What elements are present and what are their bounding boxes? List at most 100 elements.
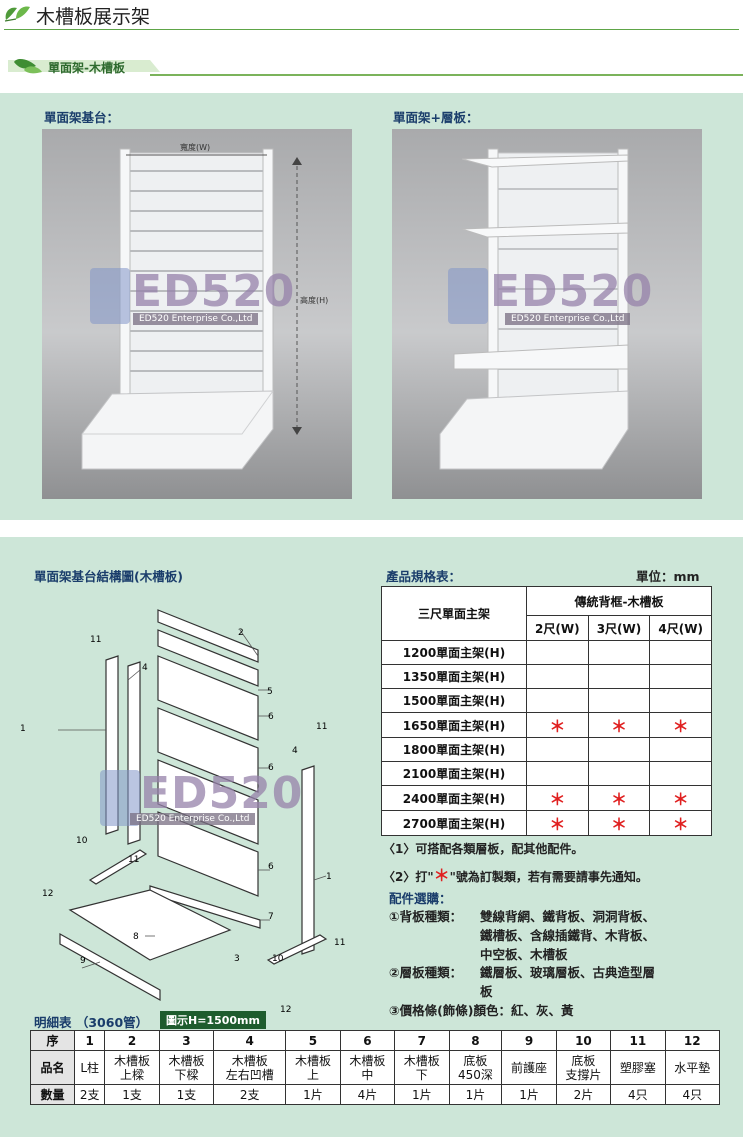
part-number-label: 6	[268, 763, 274, 773]
accessory-backboard-label: ①背板種類：	[389, 909, 463, 924]
custom-order-star: ＊	[549, 790, 566, 809]
part-number-label: 11	[334, 938, 346, 948]
spec-row-label: 2400單面主架(H)	[381, 785, 527, 811]
accessory-shelf-line: 鐵層板、玻璃層板、古典造型層	[480, 965, 656, 980]
spec-row-label: 1200單面主架(H)	[381, 640, 527, 665]
part-number-label: 1	[326, 872, 332, 882]
custom-order-star: ＊	[549, 717, 566, 736]
spec-cell: ＊	[649, 712, 712, 738]
part-number-label: 7	[268, 912, 274, 922]
detail-quantity: 4片	[339, 1084, 396, 1105]
detail-part-name-line: 下	[415, 1067, 428, 1082]
detail-part-name-line: 木槽板	[231, 1053, 268, 1068]
part-number-label: 4	[142, 663, 148, 673]
detail-quantity: 1片	[448, 1084, 503, 1105]
spec-cell	[587, 688, 651, 713]
spec-col-header: 3尺(W)	[587, 615, 651, 641]
spec-cell: ＊	[649, 785, 712, 811]
spec-cell	[526, 761, 589, 786]
custom-order-star: ＊	[610, 815, 627, 834]
part-number-label: 11	[90, 635, 102, 645]
spec-cell	[649, 640, 712, 665]
note-2-star: ＊	[433, 866, 450, 885]
spec-cell	[587, 664, 651, 689]
spec-cell: ＊	[526, 712, 589, 738]
detail-part-name-line: 底板	[463, 1053, 488, 1068]
spec-cell	[526, 688, 589, 713]
part-number-label: 10	[76, 836, 88, 846]
detail-part-name-line: 左右凹槽	[225, 1067, 274, 1082]
width-label: 寬度(W)	[180, 143, 211, 152]
detail-number: 4	[213, 1030, 287, 1051]
detail-quantity: 4只	[664, 1084, 721, 1105]
spec-row-label: 1650單面主架(H)	[381, 712, 527, 738]
watermark-brand: ED520	[132, 266, 296, 317]
spec-cell	[526, 737, 589, 762]
accessory-backboard-line: 鐵槽板、含線插鐵背、木背板、	[480, 928, 656, 943]
spec-row-label: 2700單面主架(H)	[381, 810, 527, 836]
spec-unit: 單位：mm	[636, 569, 700, 584]
watermark-logo-icon	[90, 268, 130, 324]
watermark-brand: ED520	[140, 768, 304, 819]
part-number-label: 3	[234, 954, 240, 964]
detail-part-name: 水平墊	[664, 1050, 721, 1085]
part-number-label: 11	[316, 722, 328, 732]
part-number-label: 6	[268, 862, 274, 872]
custom-order-star: ＊	[672, 790, 689, 809]
spec-cell	[526, 640, 589, 665]
custom-order-star: ＊	[672, 815, 689, 834]
detail-name-label: 品名	[30, 1050, 75, 1085]
leaf-icon	[4, 6, 30, 22]
part-number-label: 10	[272, 954, 284, 964]
spec-row-label: 2100單面主架(H)	[381, 761, 527, 786]
spec-row: 1500單面主架(H)	[381, 688, 712, 713]
detail-quantity: 2支	[73, 1084, 106, 1105]
accessory-shelf-label: ②層板種類：	[389, 965, 463, 980]
detail-part-name-line: 中	[361, 1067, 374, 1082]
custom-order-star: ＊	[672, 717, 689, 736]
accessory-backboard-line: 雙線背網、鐵背板、洞洞背板、	[480, 909, 656, 924]
section-banner	[8, 59, 160, 74]
spec-cell	[587, 640, 651, 665]
part-number-label: 12	[42, 889, 54, 899]
spec-cell: ＊	[587, 810, 651, 836]
part-number-label: 4	[292, 746, 298, 756]
base-frame-title: 單面架基台：	[44, 110, 120, 125]
spec-row-label: 1800單面主架(H)	[381, 737, 527, 762]
note-2-text-a: 〈2〉打"	[383, 870, 434, 884]
detail-number: 12	[664, 1030, 721, 1051]
detail-part-name: L柱	[73, 1050, 106, 1085]
note-2-text-b: "號為訂製類，若有需要請事先通知。	[449, 870, 648, 884]
spec-cell: ＊	[649, 810, 712, 836]
spec-row-label: 1350單面主架(H)	[381, 664, 527, 689]
structure-diagram	[58, 609, 328, 1002]
spec-table: 三尺單面主架 傳統背框-木槽板 2尺(W) 3尺(W) 4尺(W) 1200單面…	[381, 585, 712, 836]
detail-number: 1	[73, 1030, 106, 1051]
part-number-label: 5	[267, 687, 273, 697]
detail-part-name: 木槽板下樑	[158, 1050, 215, 1085]
detail-part-name-line: 450深	[457, 1067, 493, 1082]
custom-order-star: ＊	[610, 790, 627, 809]
watermark-brand: ED520	[490, 266, 654, 317]
detail-part-name: 底板支撐片	[555, 1050, 612, 1085]
detail-part-name-line: 木槽板	[294, 1053, 331, 1068]
detail-quantity: 1支	[104, 1084, 160, 1105]
detail-part-name-line: 下樑	[174, 1067, 199, 1082]
detail-part-name: 木槽板中	[339, 1050, 396, 1085]
detail-quantity: 4只	[610, 1084, 666, 1105]
watermark-company: ED520 Enterprise Co.,Ltd	[133, 313, 259, 325]
part-number-label: 1	[20, 724, 26, 734]
detail-part-name-line: L柱	[80, 1060, 100, 1075]
watermark-company: ED520 Enterprise Co.,Ltd	[130, 813, 256, 825]
spec-col-header: 2尺(W)	[526, 615, 589, 641]
part-number-label: 11	[128, 855, 140, 865]
spec-row: 2100單面主架(H)	[381, 761, 712, 786]
part-number-label: 12	[280, 1005, 292, 1015]
detail-part-name-line: 支撐片	[565, 1067, 602, 1082]
structure-title: 單面架基台結構圖(木槽板)	[34, 569, 183, 584]
base-frame-photo	[42, 129, 352, 499]
detail-hdr-label: 序	[30, 1030, 75, 1051]
spec-row-label: 1500單面主架(H)	[381, 688, 527, 713]
detail-number: 10	[555, 1030, 612, 1051]
